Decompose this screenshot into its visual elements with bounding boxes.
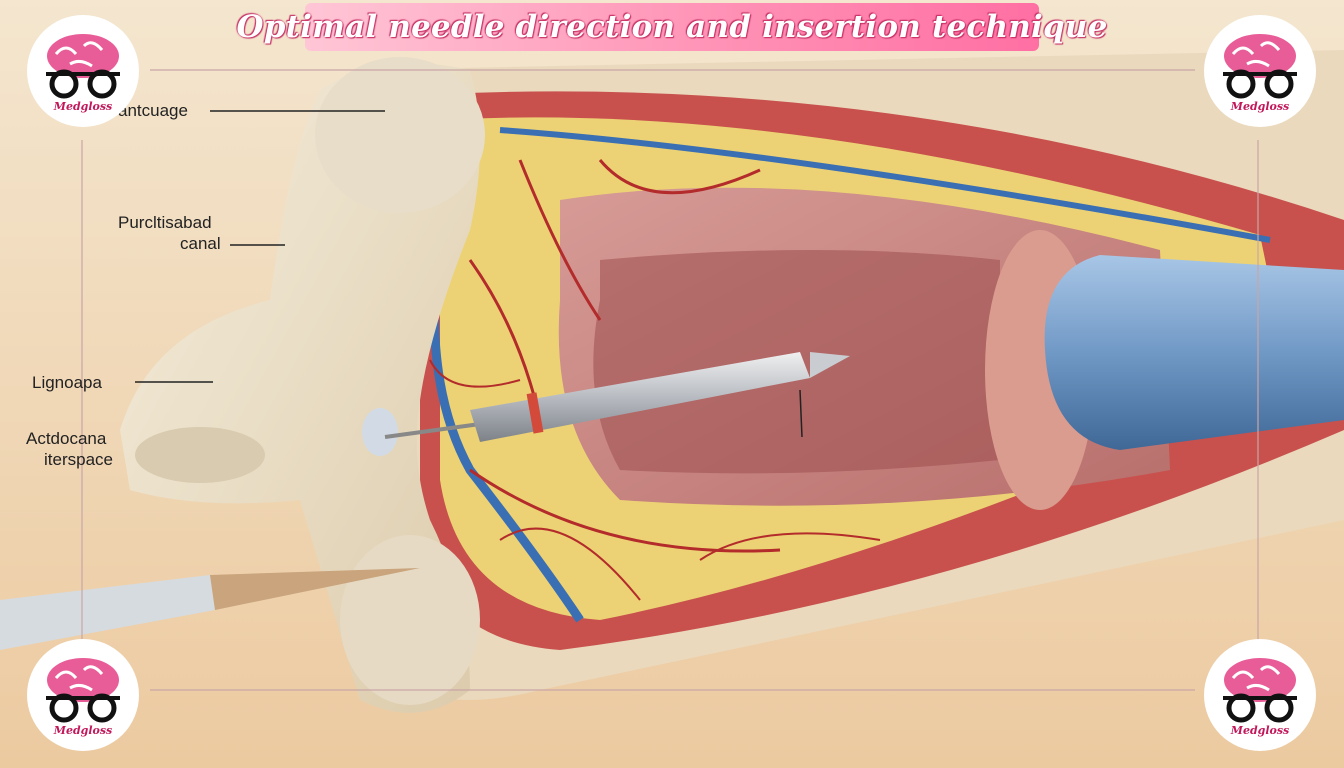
- brain-glasses-icon: [1204, 639, 1316, 751]
- brand-logo-top-right: Medgloss: [1203, 14, 1317, 128]
- brand-name: Medgloss: [1230, 724, 1290, 737]
- brand-logo-bottom-right: Medgloss: [1203, 638, 1317, 752]
- title-banner: Optimal needle direction and insertion t…: [237, 3, 1107, 51]
- brand-name: Medgloss: [1230, 100, 1290, 113]
- label-canal: Purcltisabad canal: [118, 212, 221, 254]
- brand-logo-bottom-left: Medgloss: [26, 638, 140, 752]
- label-interspace-line2: iterspace: [44, 450, 113, 469]
- label-top: antcuage: [118, 100, 188, 121]
- label-canal-line2: canal: [180, 234, 221, 253]
- label-interspace-line1: Actdocana: [26, 429, 107, 448]
- brand-name: Medgloss: [53, 100, 113, 113]
- brand-logo-top-left: Medgloss: [26, 14, 140, 128]
- label-interspace: Actdocana iterspace: [26, 428, 113, 470]
- brain-glasses-icon: [1204, 15, 1316, 127]
- brand-name: Medgloss: [53, 724, 113, 737]
- label-ligament-text: Lignoapa: [32, 373, 102, 392]
- label-canal-line1: Purcltisabad: [118, 213, 212, 232]
- brain-glasses-icon: [27, 639, 139, 751]
- label-top-text: antcuage: [118, 101, 188, 120]
- brain-glasses-icon: [27, 15, 139, 127]
- label-ligament: Lignoapa: [32, 372, 102, 393]
- page-title: Optimal needle direction and insertion t…: [236, 9, 1108, 45]
